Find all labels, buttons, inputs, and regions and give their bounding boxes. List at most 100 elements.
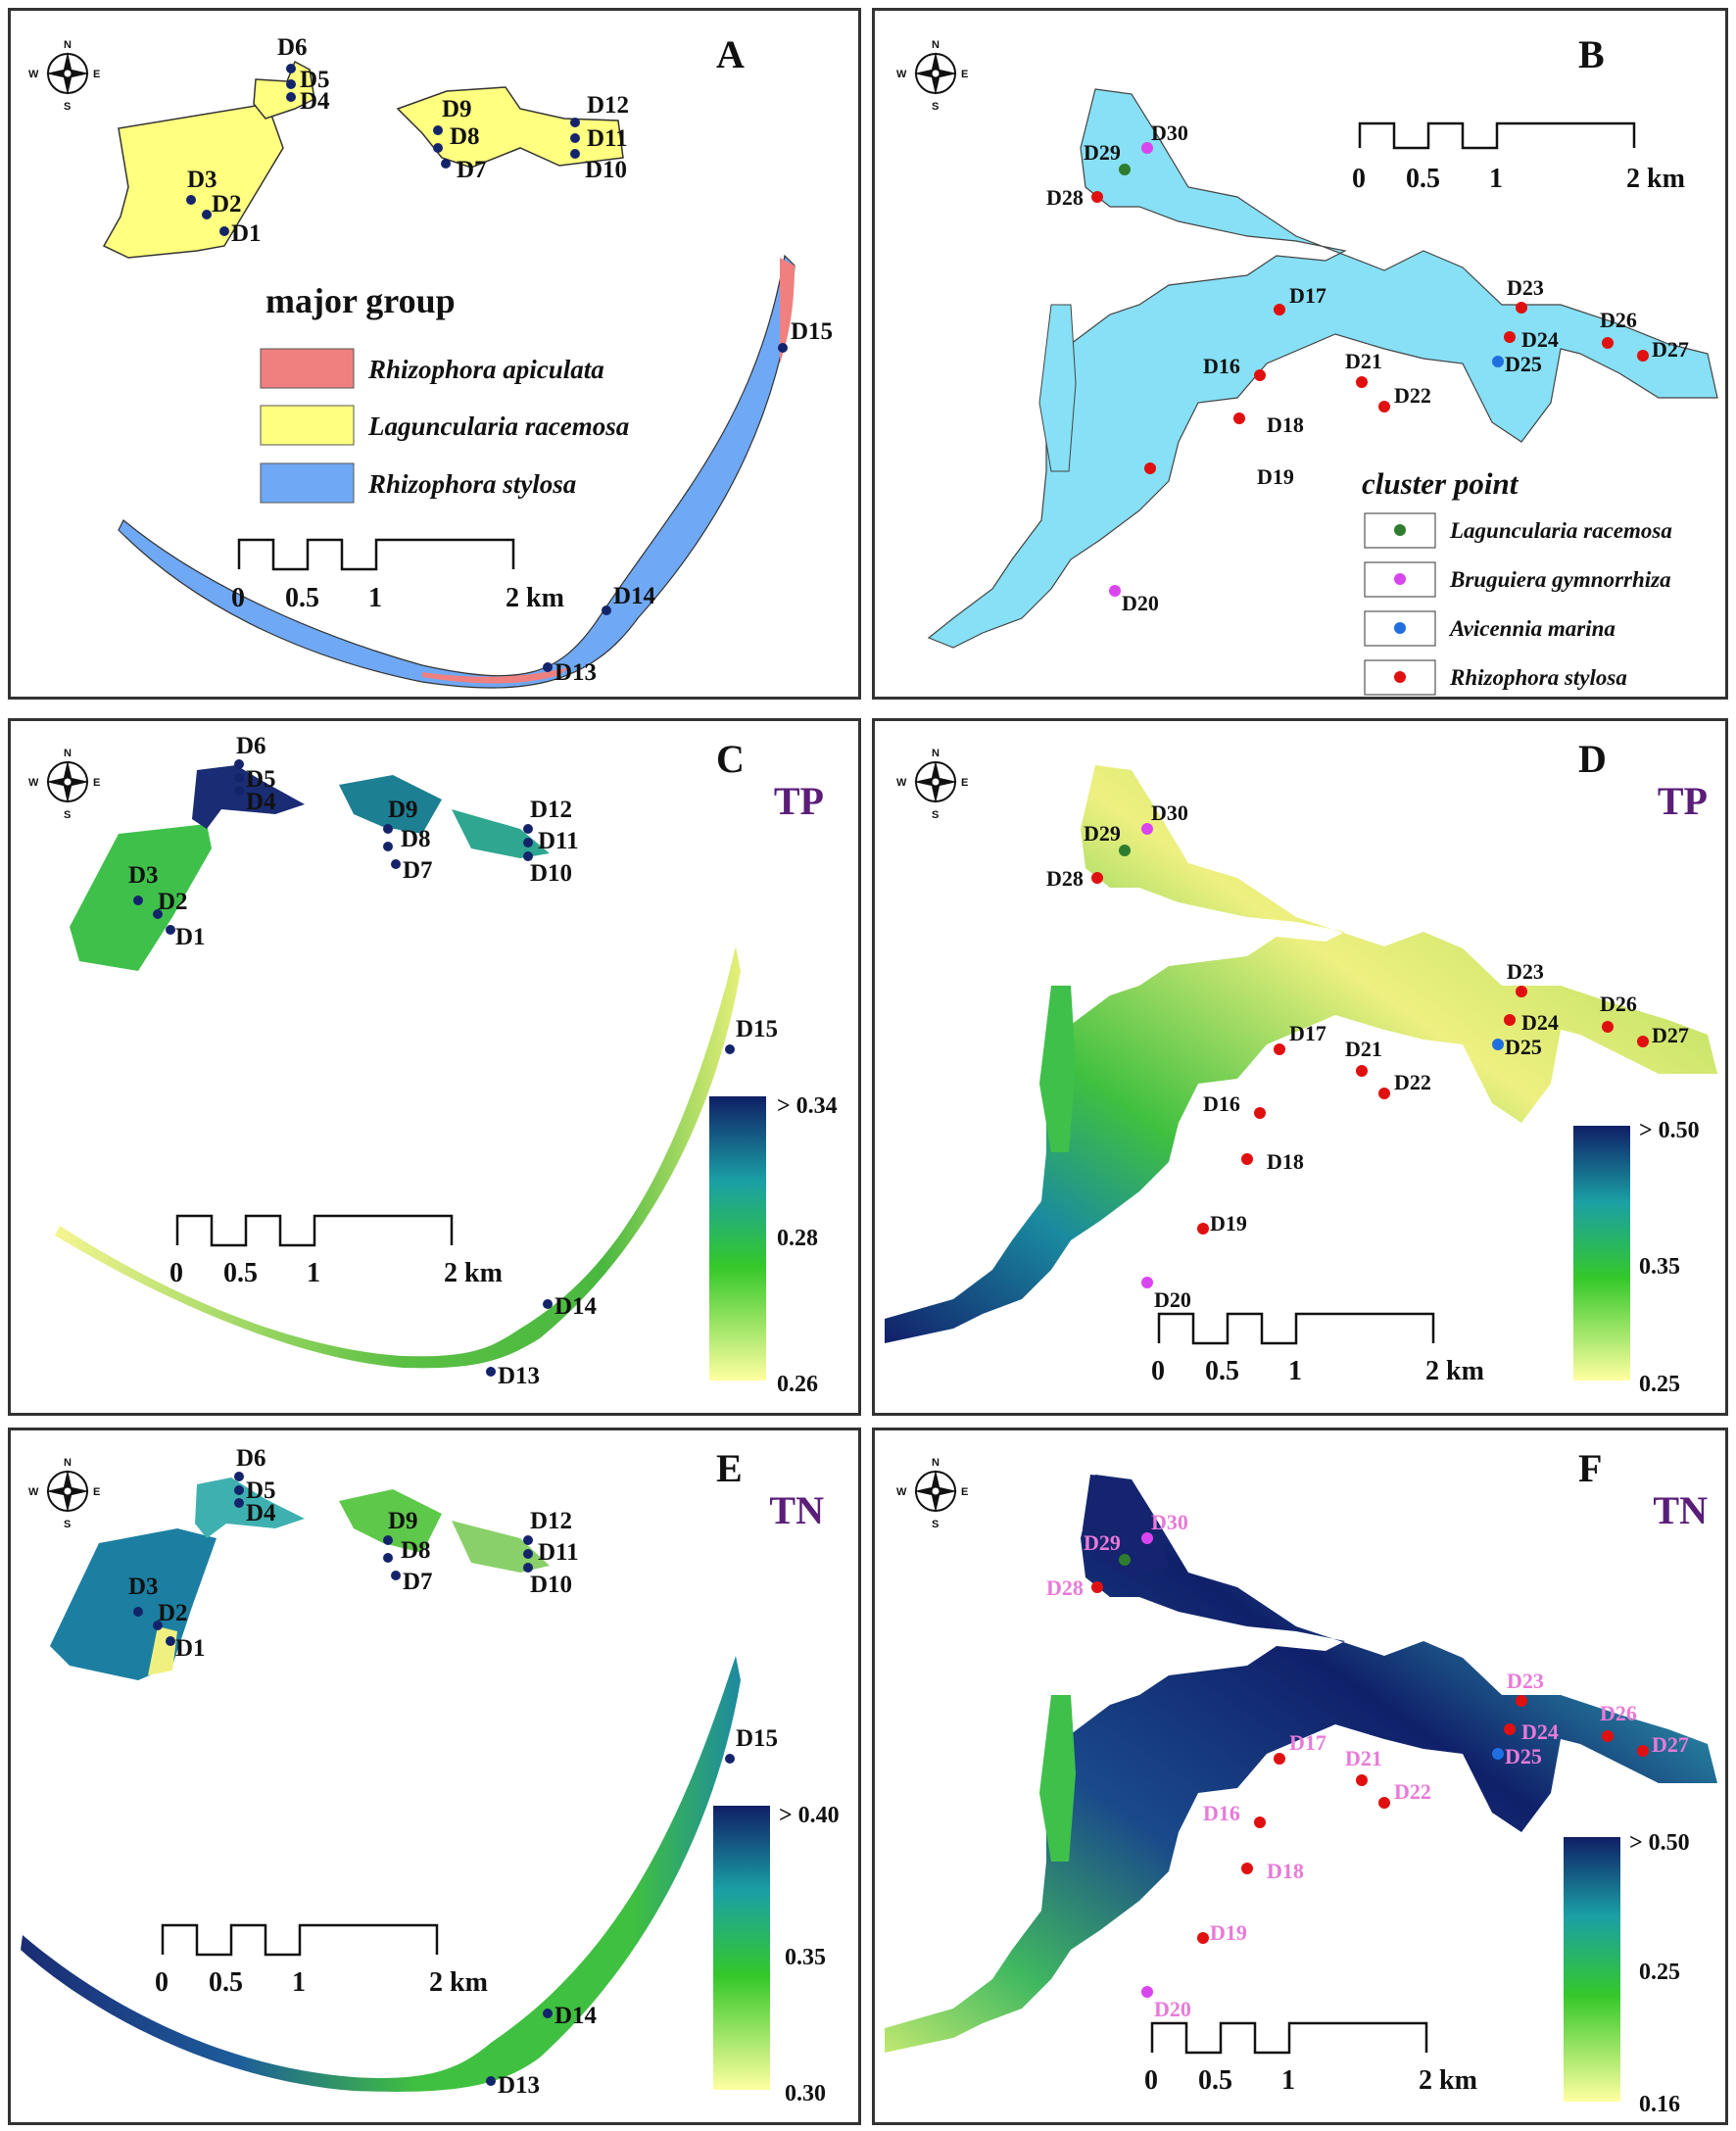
svg-text:E: E — [961, 777, 968, 789]
svg-text:D28: D28 — [1046, 1575, 1084, 1600]
legend-title: major group — [265, 281, 456, 320]
svg-text:W: W — [896, 1486, 907, 1498]
map-d: N S E W D TP D30 D29 D28 D17 D16 D18 D19… — [885, 737, 1717, 1397]
water-area — [1038, 304, 1077, 472]
svg-text:S: S — [932, 809, 939, 821]
svg-text:0.28: 0.28 — [777, 1226, 818, 1251]
map-c: N S E W C TP D1 D2 D3 D4 D5 D6 D7 D8 D9 … — [28, 733, 838, 1397]
svg-text:TP: TP — [774, 779, 824, 823]
svg-text:D20: D20 — [1122, 591, 1159, 615]
svg-text:D27: D27 — [1652, 337, 1689, 362]
svg-text:D30: D30 — [1151, 800, 1188, 825]
svg-text:D17: D17 — [1289, 1021, 1326, 1045]
svg-text:D19: D19 — [1210, 1920, 1247, 1945]
svg-text:0: 0 — [1144, 2065, 1158, 2096]
svg-text:N: N — [64, 748, 72, 759]
svg-text:D13: D13 — [555, 659, 597, 686]
svg-text:D3: D3 — [128, 862, 159, 889]
svg-text:D21: D21 — [1345, 1037, 1382, 1061]
svg-text:D7: D7 — [403, 857, 433, 884]
svg-text:D19: D19 — [1257, 464, 1294, 489]
panel-f: N S E W F TN D30 D29 D28 D17 D16 D18 D19… — [872, 1428, 1728, 2125]
svg-text:E: E — [93, 69, 100, 80]
svg-text:D26: D26 — [1600, 308, 1637, 332]
svg-text:D14: D14 — [555, 2003, 598, 2029]
svg-text:N: N — [932, 1457, 940, 1469]
svg-text:0.5: 0.5 — [285, 583, 319, 613]
legend-swatch — [260, 348, 355, 389]
compass-icon: N S E W — [28, 748, 100, 821]
svg-text:Laguncularia racemosa: Laguncularia racemosa — [1449, 518, 1672, 543]
svg-text:E: E — [93, 1486, 100, 1498]
svg-text:Rhizophora stylosa: Rhizophora stylosa — [1449, 665, 1627, 690]
svg-text:D18: D18 — [1267, 1149, 1304, 1174]
svg-text:> 0.50: > 0.50 — [1639, 1118, 1700, 1143]
svg-text:E: E — [961, 1486, 968, 1498]
svg-text:D6: D6 — [277, 34, 308, 61]
svg-text:D18: D18 — [1267, 412, 1304, 437]
colorbar — [1573, 1126, 1630, 1380]
panel-e: N S E W E TN D1 D2 D3 D4 D5 D6 D7 D8 D9 … — [8, 1428, 861, 2125]
svg-text:F: F — [1578, 1446, 1602, 1490]
svg-text:D24: D24 — [1521, 1010, 1559, 1035]
svg-text:D29: D29 — [1084, 140, 1121, 165]
svg-text:0.25: 0.25 — [1639, 1960, 1680, 1985]
svg-text:D22: D22 — [1394, 1779, 1431, 1804]
svg-text:2 km: 2 km — [1419, 2065, 1477, 2096]
svg-text:D2: D2 — [158, 1600, 188, 1626]
svg-text:D25: D25 — [1505, 352, 1542, 376]
svg-text:D10: D10 — [530, 860, 572, 887]
svg-text:D18: D18 — [1267, 1859, 1304, 1883]
scale-bar — [161, 1923, 439, 1957]
svg-text:D30: D30 — [1151, 1510, 1188, 1534]
svg-text:D28: D28 — [1046, 185, 1084, 210]
svg-text:N: N — [932, 39, 940, 51]
svg-text:D5: D5 — [300, 67, 330, 93]
svg-text:S: S — [64, 1519, 71, 1530]
water-area — [927, 88, 1718, 649]
svg-text:D23: D23 — [1507, 275, 1544, 300]
svg-text:TN: TN — [769, 1488, 824, 1532]
svg-text:D20: D20 — [1154, 1997, 1191, 2021]
svg-text:Rhizophora apiculata: Rhizophora apiculata — [367, 355, 604, 384]
svg-text:D23: D23 — [1507, 959, 1544, 984]
svg-text:D10: D10 — [585, 157, 627, 183]
svg-text:D20: D20 — [1154, 1287, 1191, 1312]
svg-text:0.26: 0.26 — [777, 1372, 818, 1397]
svg-text:0.16: 0.16 — [1639, 2092, 1680, 2117]
svg-text:S: S — [64, 809, 71, 821]
map-f: N S E W F TN D30 D29 D28 D17 D16 D18 D19… — [885, 1446, 1717, 2117]
svg-text:D7: D7 — [457, 157, 487, 183]
svg-text:D22: D22 — [1394, 1070, 1431, 1094]
svg-text:D: D — [1578, 737, 1607, 781]
map-b: N S E W B D30 D29 D28 D17 D16 D18 D19 D2… — [896, 32, 1718, 696]
svg-text:N: N — [64, 39, 72, 51]
svg-text:D19: D19 — [1210, 1211, 1247, 1235]
map-e: N S E W E TN D1 D2 D3 D4 D5 D6 D7 D8 D9 … — [21, 1445, 840, 2107]
svg-text:1: 1 — [1288, 1356, 1302, 1386]
svg-text:Laguncularia racemosa: Laguncularia racemosa — [367, 412, 629, 441]
svg-text:2 km: 2 km — [444, 1258, 503, 1288]
svg-text:0: 0 — [231, 583, 245, 613]
svg-text:D16: D16 — [1203, 354, 1240, 378]
svg-text:D25: D25 — [1505, 1035, 1542, 1059]
svg-text:D27: D27 — [1652, 1732, 1689, 1757]
svg-text:D26: D26 — [1600, 1701, 1637, 1725]
svg-text:2 km: 2 km — [1425, 1356, 1484, 1386]
panel-c: N S E W C TP D1 D2 D3 D4 D5 D6 D7 D8 D9 … — [8, 718, 861, 1416]
legend-swatch — [260, 405, 355, 446]
svg-text:D8: D8 — [450, 123, 480, 150]
svg-text:1: 1 — [1281, 2065, 1295, 2096]
svg-text:D4: D4 — [246, 1500, 276, 1526]
svg-text:D29: D29 — [1084, 821, 1121, 846]
svg-text:1: 1 — [307, 1258, 320, 1288]
svg-text:W: W — [896, 777, 907, 789]
svg-text:2 km: 2 km — [1626, 164, 1685, 194]
svg-text:D30: D30 — [1151, 121, 1188, 145]
svg-text:D6: D6 — [236, 1445, 266, 1472]
svg-text:2 km: 2 km — [429, 1967, 488, 1998]
compass-icon: N S E W — [896, 1457, 968, 1530]
svg-text:D13: D13 — [498, 2072, 540, 2099]
legend-swatch — [260, 462, 355, 504]
svg-text:D15: D15 — [736, 1016, 778, 1042]
